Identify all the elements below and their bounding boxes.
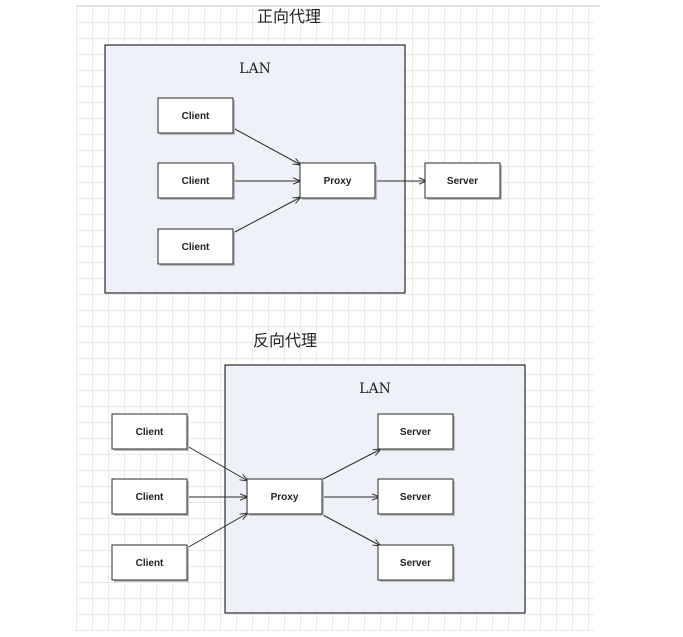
- forward-proxy-label: Proxy: [324, 176, 352, 187]
- forward-proxy-node: Proxy: [299, 162, 377, 200]
- reverse-server-label: Server: [400, 492, 431, 503]
- reverse-server-node: Server: [377, 478, 455, 516]
- forward-proxy-title: 正向代理: [257, 7, 321, 26]
- reverse-server-node: Server: [377, 544, 455, 582]
- reverse-server-node: Server: [377, 413, 455, 451]
- reverse-proxy-section: 反向代理 LAN Client Client Client: [111, 331, 526, 614]
- forward-client-node: Client: [157, 162, 235, 200]
- reverse-server-label: Server: [400, 558, 431, 569]
- forward-client-label: Client: [182, 176, 210, 187]
- reverse-edge-client1-proxy: [186, 445, 248, 481]
- reverse-lan-label: LAN: [359, 381, 391, 397]
- reverse-edge-proxy-server1: [322, 449, 381, 480]
- reverse-client-label: Client: [136, 427, 164, 438]
- reverse-proxy-node: Proxy: [246, 478, 324, 516]
- forward-proxy-section: 正向代理 LAN Client Client Client Proxy: [104, 7, 502, 294]
- forward-server-label: Server: [447, 176, 478, 187]
- reverse-proxy-label: Proxy: [271, 492, 299, 503]
- forward-client-node: Client: [157, 228, 235, 266]
- reverse-client-node: Client: [111, 478, 189, 516]
- reverse-client-node: Client: [111, 413, 189, 451]
- forward-edge-client3-proxy: [232, 197, 301, 234]
- forward-server-node: Server: [424, 162, 502, 200]
- reverse-edge-proxy-server3: [322, 514, 381, 546]
- forward-client-label: Client: [182, 242, 210, 253]
- reverse-server-label: Server: [400, 427, 431, 438]
- forward-edge-client1-proxy: [232, 127, 301, 165]
- reverse-edge-client3-proxy: [186, 513, 248, 549]
- reverse-client-label: Client: [136, 558, 164, 569]
- forward-lan-label: LAN: [239, 61, 271, 77]
- forward-client-node: Client: [157, 97, 235, 135]
- reverse-client-node: Client: [111, 544, 189, 582]
- reverse-proxy-title: 反向代理: [253, 331, 317, 350]
- reverse-client-label: Client: [136, 492, 164, 503]
- forward-client-label: Client: [182, 111, 210, 122]
